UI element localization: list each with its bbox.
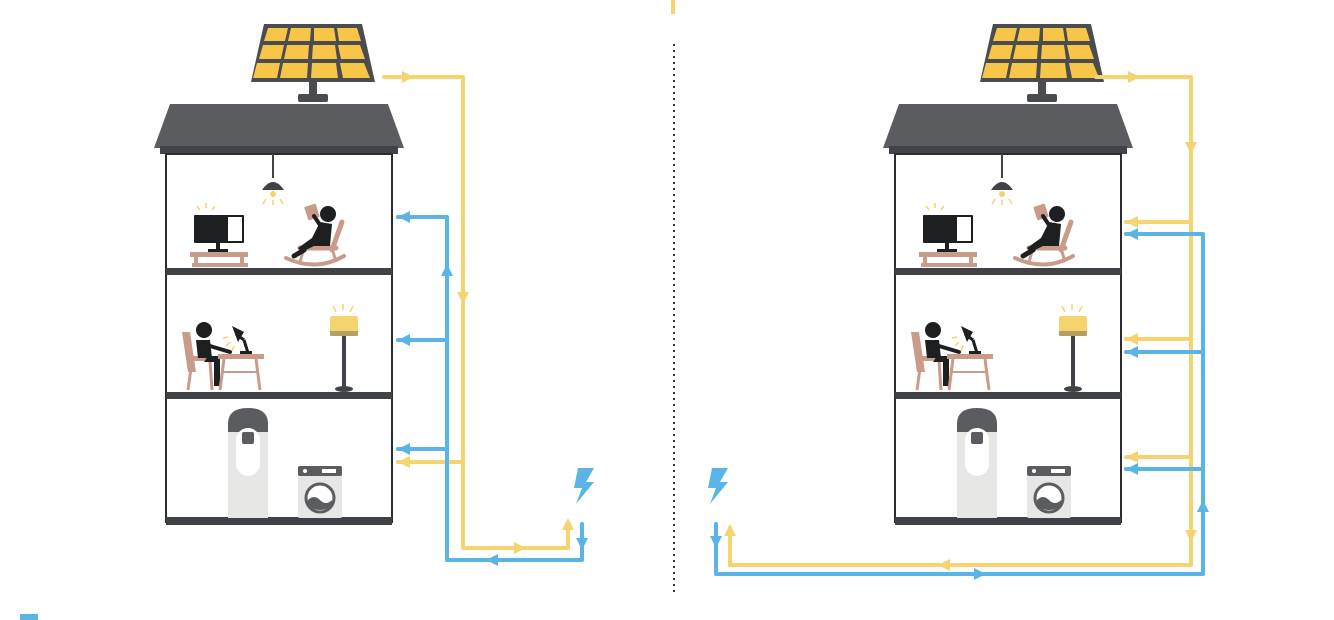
- divider-top-mark: [671, 0, 675, 14]
- grid-flow-left-arrows: [398, 211, 588, 566]
- lightning-bolt-icon: [574, 468, 594, 504]
- grid-flow-left: [396, 215, 584, 562]
- house-right: [883, 24, 1133, 525]
- legend-swatch: [20, 614, 38, 620]
- solar-flow-left: [382, 75, 570, 550]
- house-left: [154, 24, 404, 525]
- solar-flow-right-arrows: [724, 71, 1197, 571]
- solar-flow-left-arrows: [398, 71, 574, 554]
- grid-flow-right-arrows: [710, 228, 1209, 580]
- lightning-bolt-icon: [708, 468, 728, 504]
- grid-flow-right: [714, 232, 1205, 576]
